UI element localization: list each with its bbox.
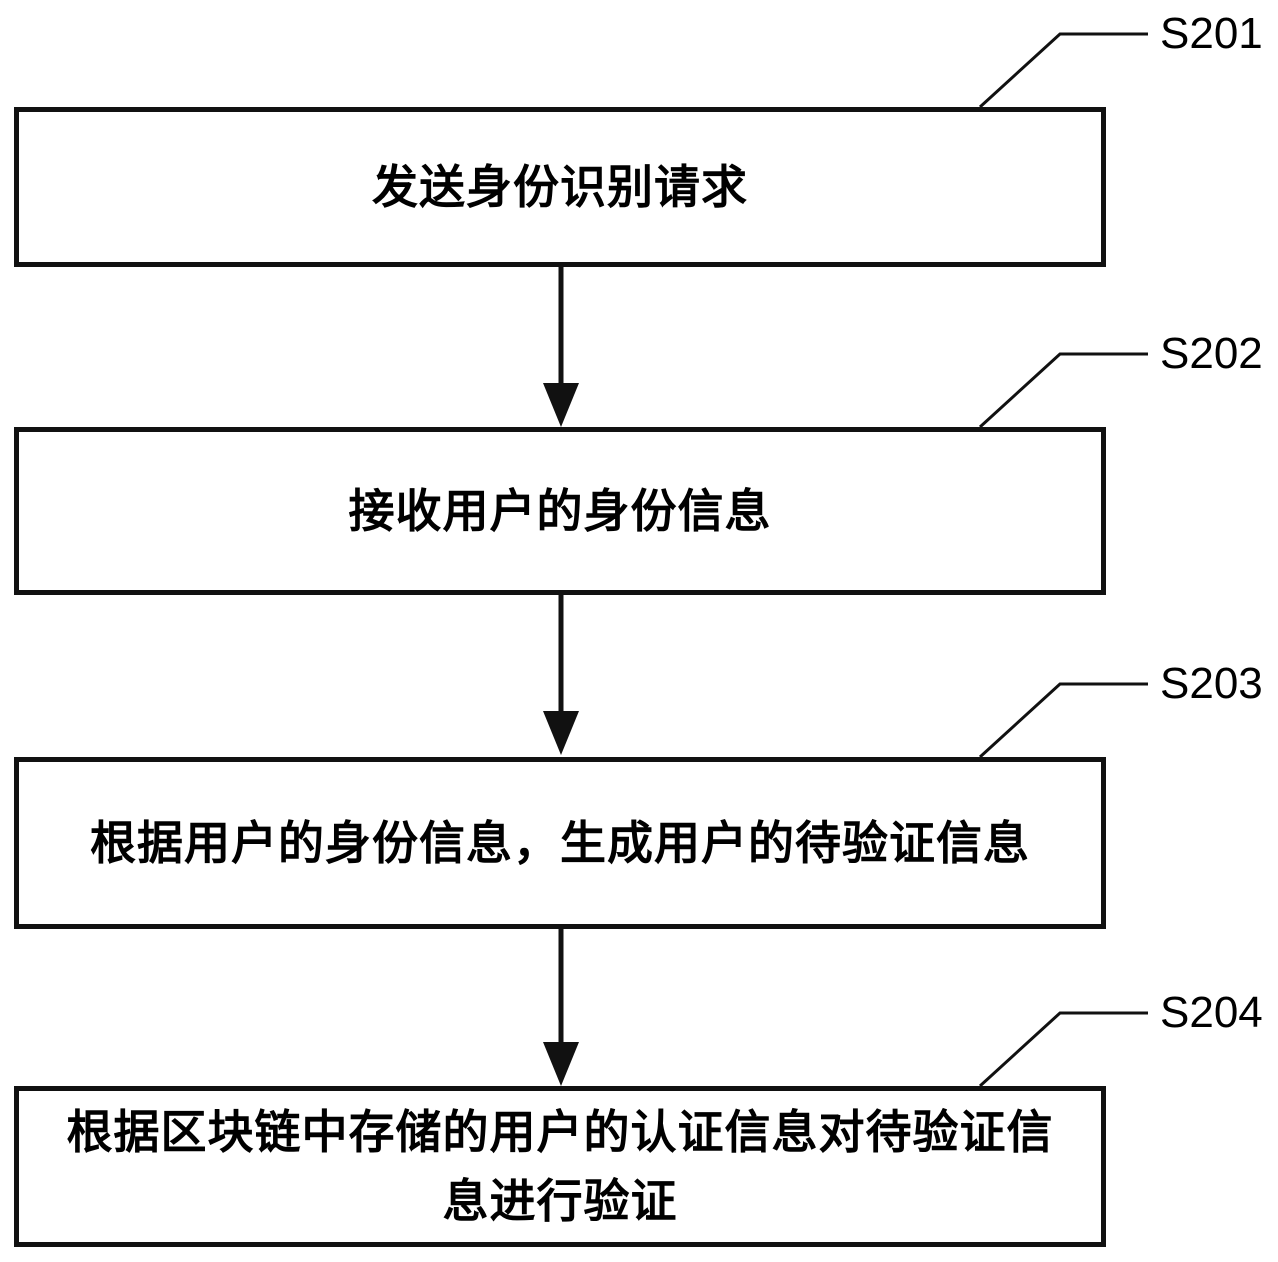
callout-line-s201: [978, 32, 1148, 109]
callout-line-s202: [978, 352, 1148, 429]
callout-line-s203: [978, 682, 1148, 759]
step-box-s201: 发送身份识别请求: [14, 107, 1106, 267]
step-label-s201: 发送身份识别请求: [372, 160, 748, 213]
arrow-head-icon: [543, 1042, 579, 1086]
step-box-s203: 根据用户的身份信息，生成用户的待验证信息: [14, 757, 1106, 929]
arrow-head-icon: [543, 711, 579, 755]
step-label-s202: 接收用户的身份信息: [348, 484, 772, 537]
step-label-s204: 根据区块链中存储的用户的认证信息对待验证信息进行验证: [66, 1105, 1054, 1227]
step-box-s202: 接收用户的身份信息: [14, 427, 1106, 595]
step-id-s204: S204: [1160, 988, 1263, 1037]
callout-line-s204: [978, 1011, 1148, 1088]
step-id-s202: S202: [1160, 329, 1263, 378]
step-box-s204: 根据区块链中存储的用户的认证信息对待验证信息进行验证: [14, 1086, 1106, 1247]
arrow-head-icon: [543, 383, 579, 427]
step-label-s203: 根据用户的身份信息，生成用户的待验证信息: [90, 816, 1030, 869]
step-id-s203: S203: [1160, 659, 1263, 708]
step-id-s201: S201: [1160, 9, 1263, 58]
